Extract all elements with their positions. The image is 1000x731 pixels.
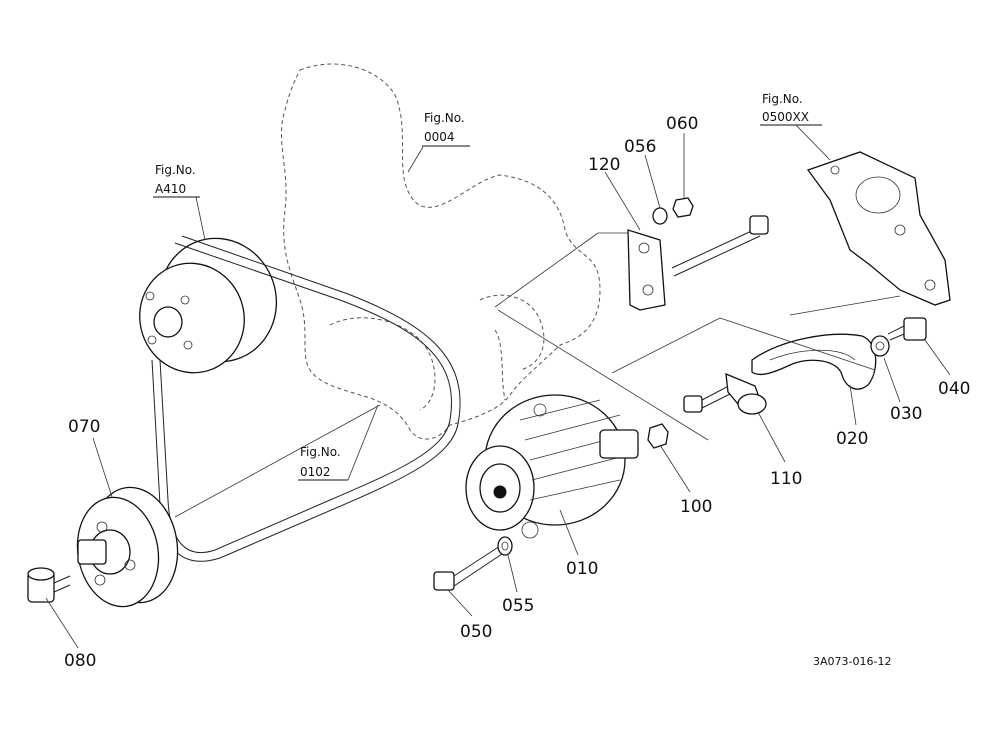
- mounting-plate: [627, 229, 666, 311]
- part-label-070: 070: [68, 417, 100, 437]
- crankshaft-pulley: [76, 486, 179, 608]
- part-label-056: 056: [624, 137, 656, 157]
- plate-washer: [652, 207, 668, 225]
- part-label-055: 055: [502, 596, 534, 616]
- part-label-050: 050: [460, 622, 492, 642]
- arm-washer: [870, 335, 890, 357]
- bolt-washer: [497, 536, 513, 556]
- pulley-bolt: [27, 567, 71, 603]
- engine-bracket: [806, 151, 951, 306]
- part-label-020: 020: [836, 429, 868, 449]
- part-label-060: 060: [666, 114, 698, 134]
- part-label-120: 120: [588, 155, 620, 175]
- v-belt: [151, 235, 461, 562]
- figure-ref-label: Fig.No.: [424, 111, 465, 125]
- figure-ref-number: A410: [155, 182, 186, 196]
- figure-ref-a410: Fig.No. A410: [153, 163, 200, 198]
- leader-lines: [45, 124, 951, 649]
- figure-ref-number: 0500XX: [762, 110, 809, 124]
- figure-ref-label: Fig.No.: [762, 92, 803, 106]
- part-label-110: 110: [770, 469, 802, 489]
- water-pump-pulley: [139, 237, 278, 374]
- alternator: [465, 394, 639, 539]
- drawing-code: 3A073-016-12: [813, 655, 891, 668]
- alternator-bolt: [433, 545, 503, 591]
- part-label-030: 030: [890, 404, 922, 424]
- part-label-100: 100: [680, 497, 712, 517]
- adjusting-arm: [751, 333, 877, 390]
- assembly-lines: [174, 232, 901, 518]
- figure-ref-0102: Fig.No. 0102: [298, 445, 348, 481]
- part-label-080: 080: [64, 651, 96, 671]
- figure-ref-0500xx: Fig.No. 0500XX: [760, 92, 822, 126]
- figure-ref-number: 0102: [300, 465, 331, 479]
- engine-block-ghost: [280, 63, 601, 440]
- figure-ref-label: Fig.No.: [300, 445, 341, 459]
- figure-ref-label: Fig.No.: [155, 163, 196, 177]
- adjusting-spacer: [725, 372, 767, 415]
- part-label-040: 040: [938, 379, 970, 399]
- long-bolt: [671, 215, 769, 277]
- alternator-nut: [647, 423, 669, 449]
- figure-ref-number: 0004: [424, 130, 455, 144]
- figure-ref-0004: Fig.No. 0004: [422, 111, 470, 147]
- arm-bolt: [887, 317, 927, 341]
- part-label-010: 010: [566, 559, 598, 579]
- plate-nut: [672, 197, 694, 218]
